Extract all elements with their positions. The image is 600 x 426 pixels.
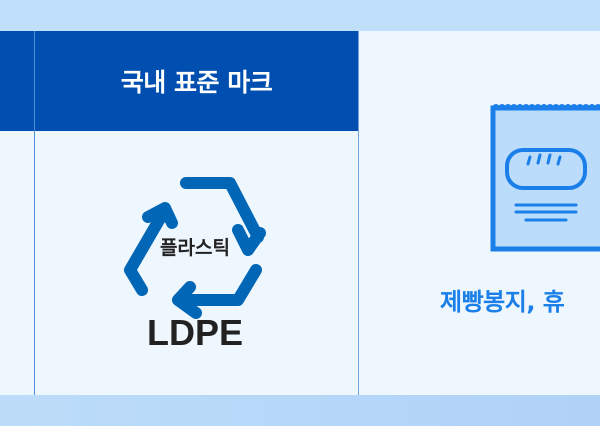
ldpe-code: LDPE [146,312,243,353]
bottom-band [0,395,600,426]
column-header-domestic-mark: 국내 표준 마크 [120,68,273,97]
bread-bag-icon [490,104,600,252]
column-divider [34,31,35,395]
table-header [0,31,358,131]
top-band [0,0,600,31]
recycle-arrows-icon [124,177,266,319]
plastic-label: 플라스틱 [160,237,230,259]
item-caption: 제빵봉지, 휴 [440,288,565,316]
column-divider [358,31,359,395]
